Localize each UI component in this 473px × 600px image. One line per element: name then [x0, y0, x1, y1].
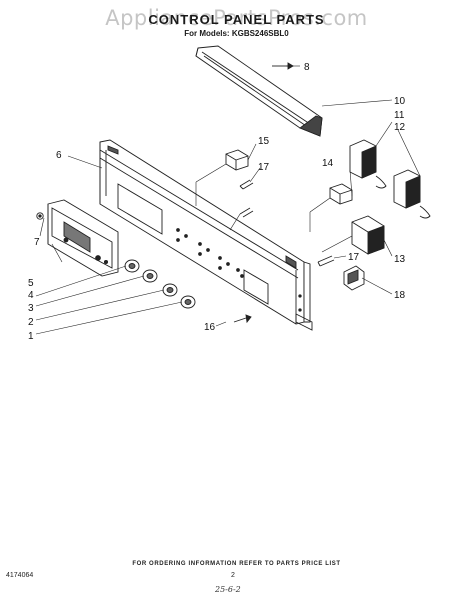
clip-18 — [343, 265, 365, 291]
handwritten-note: 25-6-2 — [215, 585, 241, 594]
control-panel — [99, 139, 313, 331]
callout-17-upper: 17 — [258, 162, 270, 173]
clip-7 — [36, 212, 44, 220]
clock-timer-assembly — [47, 199, 119, 277]
switch-block-14 — [329, 183, 353, 205]
infinite-switch-11 — [349, 139, 387, 189]
callout-12: 12 — [394, 122, 406, 133]
infinite-switch-12 — [393, 169, 431, 219]
callout-14: 14 — [322, 158, 334, 169]
control-knob-3 — [142, 269, 158, 283]
callout-4: 4 — [28, 290, 34, 301]
pin-17-upper — [239, 179, 254, 218]
control-knob-2 — [162, 283, 178, 297]
model-subtitle: For Models: KGBS246SBL0 — [184, 29, 289, 38]
control-knob-1 — [180, 295, 196, 309]
callout-10: 10 — [394, 96, 406, 107]
screw-16 — [233, 314, 252, 324]
document-number: 4174064 — [6, 572, 34, 579]
control-knob-4 — [124, 259, 140, 273]
callout-2: 2 — [28, 317, 34, 328]
callout-17-lower: 17 — [348, 252, 360, 263]
watermark: AppliancePartsPros.com — [105, 6, 368, 30]
ordering-note: FOR ORDERING INFORMATION REFER TO PARTS … — [132, 561, 341, 567]
callout-11: 11 — [394, 110, 405, 121]
callout-7: 7 — [34, 237, 40, 248]
callout-18: 18 — [394, 290, 406, 301]
bracket-13 — [351, 215, 385, 255]
page-number: 2 — [231, 572, 235, 579]
callout-15: 15 — [258, 136, 270, 147]
callout-3: 3 — [28, 303, 34, 314]
callout-1: 1 — [28, 331, 34, 342]
callout-16: 16 — [204, 322, 216, 333]
callout-6: 6 — [56, 150, 62, 161]
pin-17-lower — [317, 255, 335, 267]
callout-5: 5 — [28, 278, 34, 289]
page-title: CONTROL PANEL PARTS — [148, 12, 325, 27]
callout-8: 8 — [304, 62, 310, 73]
trim-strip — [195, 45, 323, 137]
switch-block-15 — [225, 149, 249, 171]
callout-13: 13 — [394, 254, 406, 265]
